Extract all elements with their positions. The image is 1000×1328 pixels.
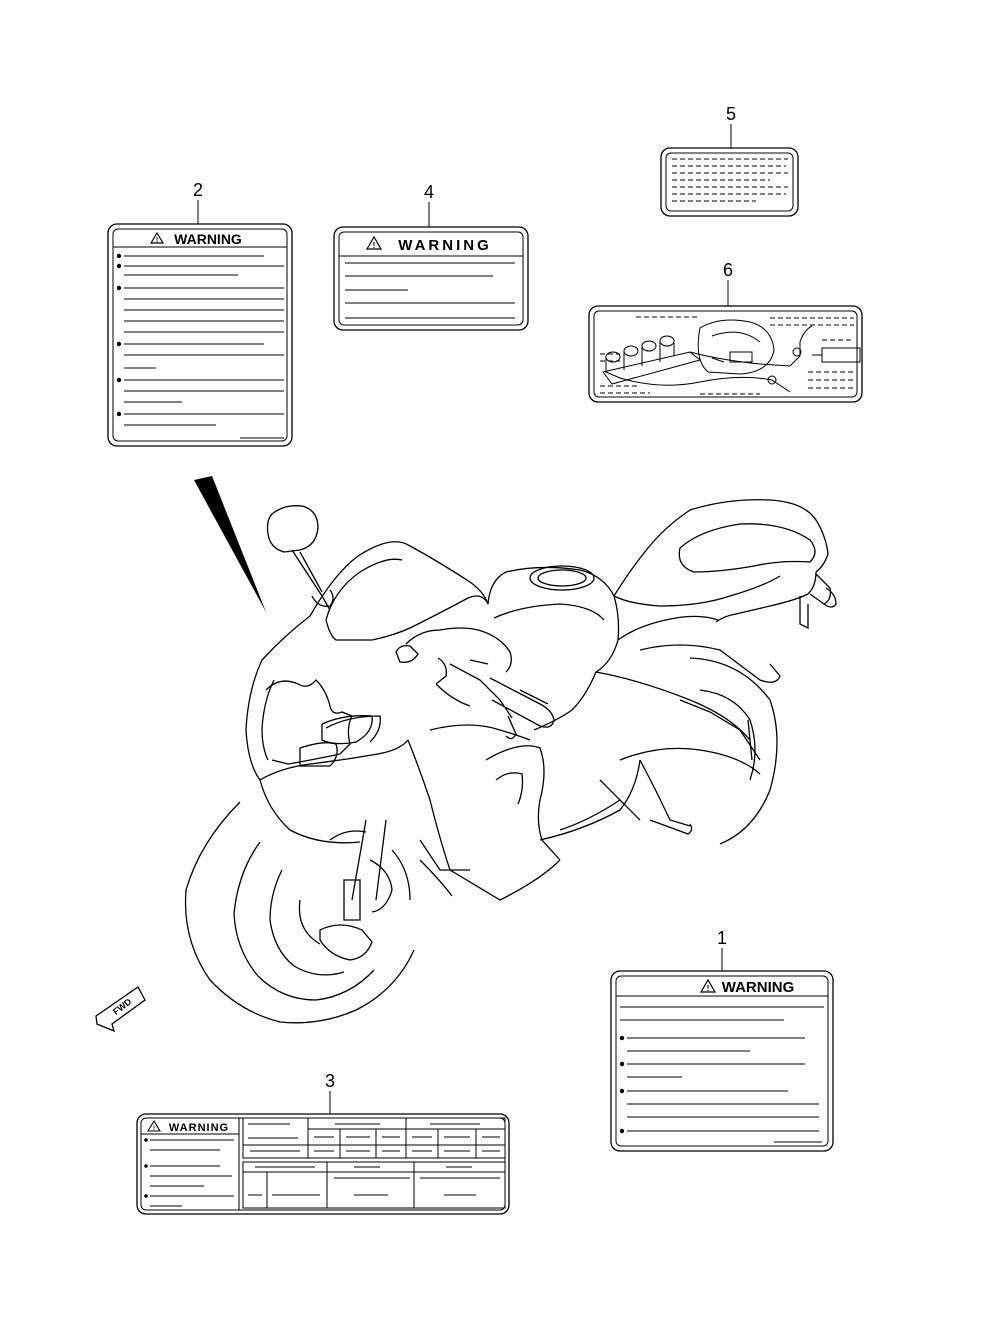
- callout-5: 5: [726, 104, 736, 124]
- callout-1: 1: [717, 928, 727, 948]
- label-4-heading: WARNING: [398, 237, 492, 254]
- svg-text:!: !: [707, 984, 710, 993]
- warning-triangle-icon: !: [699, 978, 717, 993]
- label-3-heading: WARNING: [169, 1122, 229, 1134]
- label-2-heading: WARNING: [174, 231, 242, 247]
- label-5-text-lines: [672, 158, 788, 202]
- svg-text:!: !: [156, 237, 158, 244]
- motorcycle-drawing: [184, 499, 837, 1024]
- pointer-wedge: [194, 476, 266, 612]
- label-4[interactable]: 4 ! WARNING: [333, 182, 529, 331]
- label-1-text-lines: [619, 1006, 824, 1143]
- warning-triangle-icon: !: [147, 1119, 161, 1132]
- svg-text:!: !: [153, 1126, 155, 1132]
- callout-2: 2: [193, 180, 203, 200]
- svg-text:!: !: [373, 241, 376, 250]
- tire-pressure-table: [242, 1117, 506, 1209]
- label-2-text-lines: [116, 253, 284, 439]
- label-3[interactable]: 3 ! WARNING: [136, 1071, 510, 1215]
- fwd-arrow-icon: FWD: [95, 986, 146, 1033]
- label-1[interactable]: 1 ! WARNING: [610, 928, 834, 1152]
- warning-triangle-icon: !: [365, 235, 383, 250]
- label-1-heading: WARNING: [722, 979, 795, 996]
- callout-3: 3: [325, 1071, 335, 1091]
- callout-6: 6: [723, 260, 733, 280]
- warning-triangle-icon: !: [149, 231, 165, 244]
- callout-4: 4: [424, 182, 434, 202]
- label-4-text-lines: [345, 262, 515, 319]
- hose-routing-drawing: [602, 319, 861, 393]
- label-5[interactable]: 5: [660, 104, 799, 217]
- label-6[interactable]: 6: [588, 260, 863, 403]
- label-3-text-lines: [144, 1138, 234, 1207]
- label-2[interactable]: 2 ! WARNING: [107, 180, 293, 447]
